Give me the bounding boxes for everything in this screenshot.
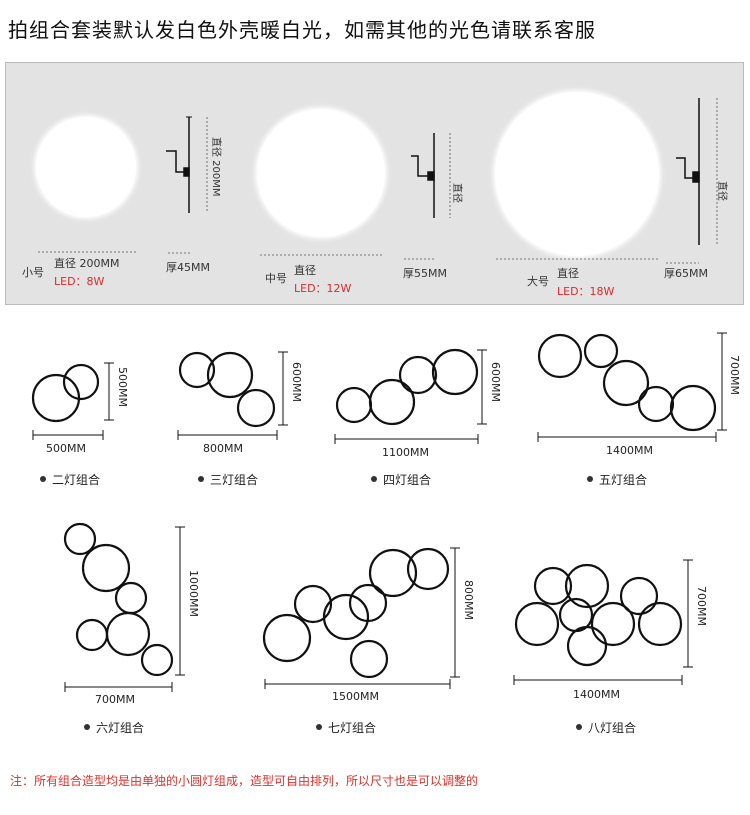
medium-size-name: 中号 xyxy=(265,272,287,285)
medium-diameter-label: 直径 xyxy=(294,264,316,277)
combo-4-diagram xyxy=(335,348,479,426)
combo-3-width: 800MM xyxy=(203,442,243,455)
medium-led-label: LED：12W xyxy=(294,282,352,295)
medium-lamp xyxy=(255,107,387,239)
large-lamp-side-profile xyxy=(676,98,700,245)
combo-2-height: 500MM xyxy=(116,367,129,407)
combo-5-height: 700MM xyxy=(728,355,741,395)
combo-2-width: 500MM xyxy=(46,442,86,455)
small-side-diameter-label: 直径 200MM xyxy=(210,137,221,197)
combo-6-caption: 六灯组合 xyxy=(96,721,145,735)
combo-6-height: 1000MM xyxy=(187,570,200,617)
combo-8-height: 700MM xyxy=(695,586,708,626)
combo-2-diagram xyxy=(31,363,100,423)
combo-6-width: 700MM xyxy=(95,693,135,706)
large-led-label: LED：18W xyxy=(557,285,615,298)
large-lamp xyxy=(493,90,661,258)
combo-5-diagram xyxy=(537,333,717,432)
small-diameter-label: 直径 200MM xyxy=(54,257,120,270)
page-headline: 拍组合套装默认发白色外壳暖白光，如需其他的光色请联系客服 xyxy=(8,18,596,42)
small-lamp xyxy=(34,115,138,219)
small-lamp-dimensions xyxy=(38,117,208,254)
combo-8-width: 1400MM xyxy=(573,688,620,701)
combo-3-diagram xyxy=(178,351,276,428)
medium-lamp-side-profile xyxy=(411,133,435,218)
combo-2-caption: 二灯组合 xyxy=(52,473,101,487)
combo-4-height: 600MM xyxy=(489,362,502,402)
medium-thickness-label: 厚55MM xyxy=(403,267,447,280)
caption-bullets xyxy=(40,476,593,730)
combo-4-width: 1100MM xyxy=(382,446,429,459)
combo-7-diagram xyxy=(262,547,450,679)
combo-3-height: 600MM xyxy=(290,362,303,402)
combo-8-caption: 八灯组合 xyxy=(588,721,637,735)
combo-4-caption: 四灯组合 xyxy=(383,473,432,487)
combo-5-width: 1400MM xyxy=(606,444,653,457)
small-led-label: LED：8W xyxy=(54,275,105,288)
combo-5-caption: 五灯组合 xyxy=(599,473,648,487)
combo-8-diagram xyxy=(514,563,683,667)
large-size-name: 大号 xyxy=(527,275,549,288)
small-lamp-side-profile xyxy=(166,116,192,213)
small-size-name: 小号 xyxy=(22,266,44,279)
large-lamp-dimensions xyxy=(496,98,718,264)
medium-lamp-dimensions xyxy=(260,133,451,260)
combo-3-caption: 三灯组合 xyxy=(210,473,259,487)
large-thickness-label: 厚65MM xyxy=(664,267,708,280)
large-side-diameter-label: 直径 xyxy=(716,181,727,201)
combo-7-caption: 七灯组合 xyxy=(328,721,377,735)
small-thickness-label: 厚45MM xyxy=(166,261,210,274)
medium-side-diameter-label: 直径 xyxy=(451,183,462,203)
combo-6-diagram xyxy=(63,522,174,677)
combo-7-width: 1500MM xyxy=(332,690,379,703)
combo-7-height: 800MM xyxy=(462,580,475,620)
combo-dimension-lines xyxy=(32,332,727,692)
footnote: 注：所有组合造型均是由单独的小圆灯组成，造型可自由排列，所以尺寸也是可以调整的 xyxy=(10,774,479,788)
large-diameter-label: 直径 xyxy=(557,267,579,280)
